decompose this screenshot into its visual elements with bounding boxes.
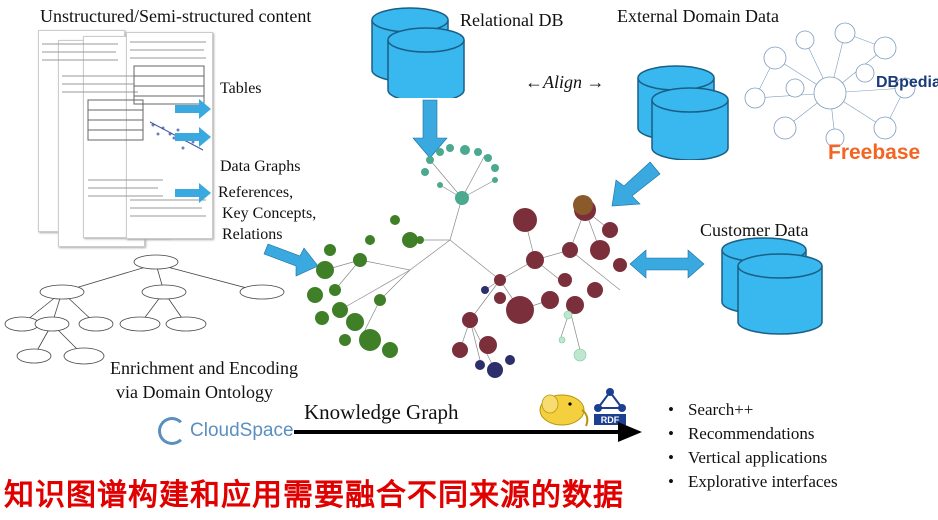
align-label: ←Align →	[525, 72, 605, 92]
customer-data-label: Customer Data	[700, 220, 809, 240]
document-collage	[38, 30, 213, 247]
document-text-lines	[42, 41, 206, 217]
knowledge-graph-label: Knowledge Graph	[304, 400, 459, 424]
list-item: Vertical applications	[668, 446, 838, 470]
ontology-tree	[4, 254, 285, 365]
list-item: Recommendations	[668, 422, 838, 446]
external-domain-label: External Domain Data	[617, 6, 779, 26]
list-item: Search++	[668, 398, 838, 422]
customer-db-icon	[721, 237, 823, 335]
unstructured-content-label: Unstructured/Semi-structured content	[40, 6, 312, 26]
key-concepts-label: Key Concepts,	[222, 205, 317, 222]
applications-list: Search++ Recommendations Vertical applic…	[668, 398, 838, 494]
graph-node	[573, 195, 593, 215]
enrichment-label-line1: Enrichment and Encoding	[110, 358, 298, 378]
data-graphs-label: Data Graphs	[220, 158, 301, 175]
external-db-icon	[637, 65, 729, 160]
hadoop-elephant-icon	[539, 394, 589, 427]
cloudspace-logo: CloudSpace	[158, 417, 294, 445]
knowledge-graph-network	[307, 144, 627, 378]
list-item: Explorative interfaces	[668, 470, 838, 494]
rdf-label: RDF	[601, 415, 620, 425]
relations-label: Relations	[222, 226, 283, 243]
rdf-logo: RDF	[590, 386, 630, 426]
chinese-caption: 知识图谱构建和应用需要融合不同来源的数据	[4, 478, 624, 513]
dbpedia-logo: DBpedia	[876, 74, 938, 91]
cloudspace-swirl-icon	[158, 417, 186, 445]
cloudspace-text: CloudSpace	[190, 420, 294, 442]
references-label: References,	[218, 184, 294, 201]
linked-data-network	[744, 22, 916, 148]
relational-db-label: Relational DB	[460, 10, 564, 30]
freebase-logo: Freebase	[828, 141, 921, 164]
knowledge-graph-arrow	[294, 422, 642, 442]
enrichment-label-line2: via Domain Ontology	[116, 382, 273, 402]
tables-label: Tables	[220, 80, 262, 97]
relational-db-icon	[371, 7, 465, 98]
extraction-arrows	[175, 99, 211, 203]
